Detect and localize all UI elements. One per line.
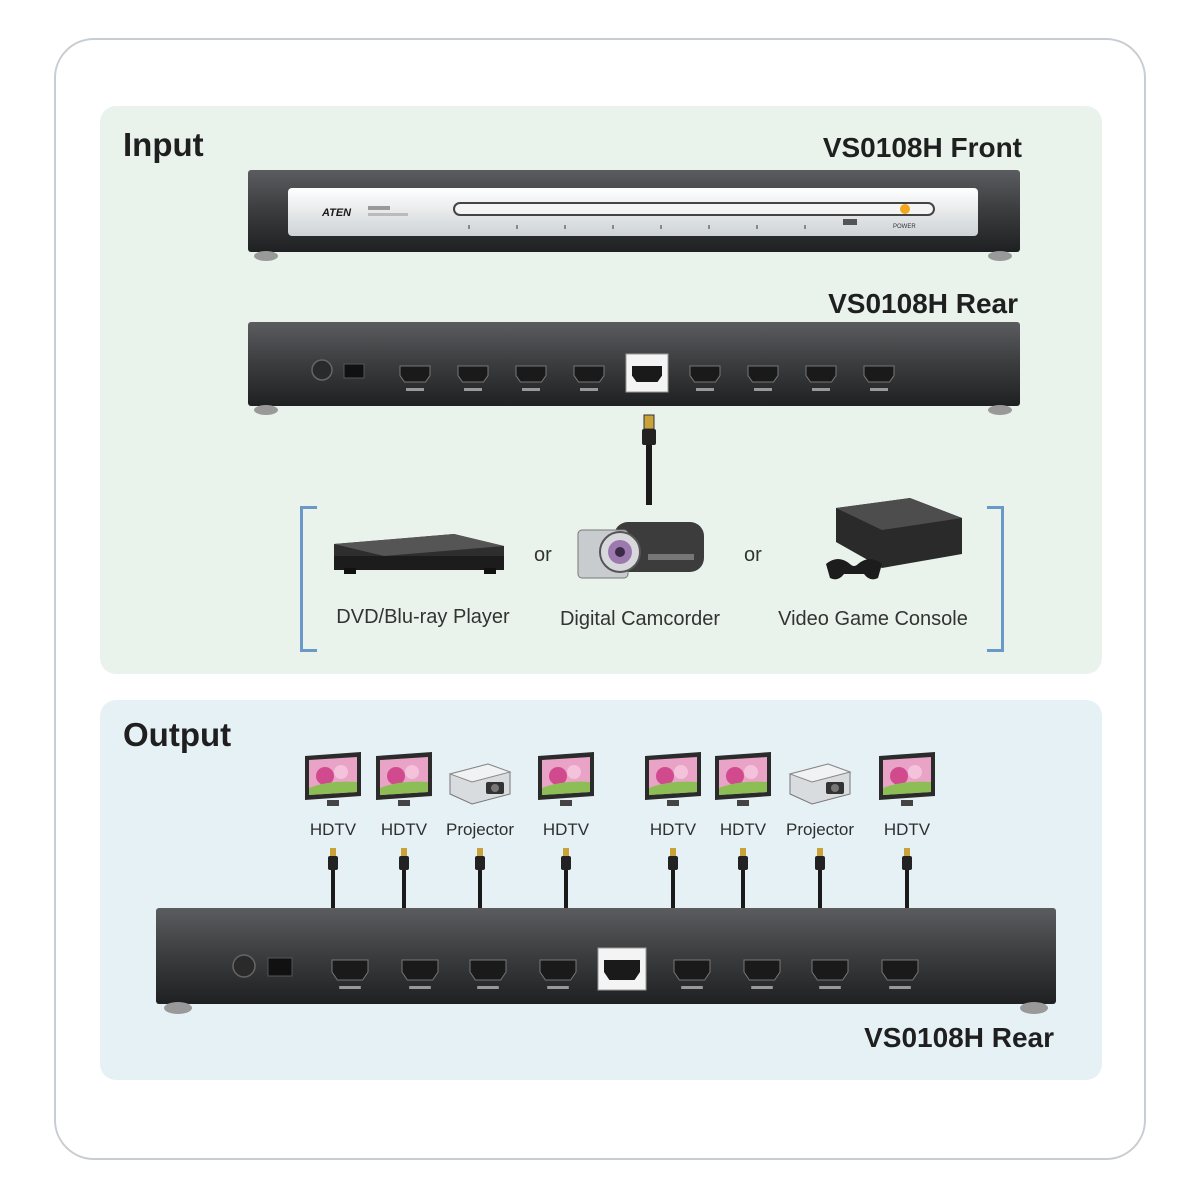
display-label: Projector	[445, 820, 515, 839]
output-port	[469, 959, 507, 989]
output-port	[743, 959, 781, 989]
output-port	[747, 365, 779, 391]
output-port	[401, 959, 439, 989]
output-port	[689, 365, 721, 391]
display-label: HDTV	[380, 820, 428, 839]
hdtv-icon	[538, 752, 594, 806]
camcorder-icon	[577, 522, 704, 579]
game-console-icon	[826, 498, 962, 580]
output-port	[515, 365, 547, 391]
vs0108h-front-device: ATEN POWER	[248, 170, 1020, 261]
hdtv-icon	[879, 752, 935, 806]
output-port	[805, 365, 837, 391]
input-heading: Input	[123, 126, 204, 163]
display-label: HDTV	[883, 820, 931, 839]
dvd-player-icon	[334, 534, 504, 574]
display-label: Projector	[785, 820, 855, 839]
output-port	[399, 365, 431, 391]
or-separator-1: or	[534, 544, 552, 566]
source-label-console: Video Game Console	[778, 608, 968, 630]
output-heading: Output	[123, 716, 232, 753]
aten-logo: ATEN	[321, 207, 352, 219]
hdtv-icon	[715, 752, 771, 806]
input-port	[625, 353, 669, 393]
power-label: POWER	[893, 224, 916, 230]
source-label-dvd: DVD/Blu-ray Player	[336, 606, 510, 628]
input-port	[597, 947, 647, 991]
hdtv-icon	[376, 752, 432, 806]
source-label-camcorder: Digital Camcorder	[559, 608, 721, 630]
or-separator-2: or	[744, 544, 762, 566]
source-bracket-left	[300, 506, 317, 652]
display-label: HDTV	[309, 820, 357, 839]
hdtv-icon	[645, 752, 701, 806]
projector-icon	[448, 763, 512, 805]
display-label: HDTV	[719, 820, 767, 839]
output-port	[673, 959, 711, 989]
vs0108h-rear-device-output	[156, 908, 1056, 1014]
front-title: VS0108H Front	[822, 132, 1022, 163]
output-port	[573, 365, 605, 391]
hdtv-icon	[305, 752, 361, 806]
output-port	[331, 959, 369, 989]
projector-icon	[788, 763, 852, 805]
output-port	[863, 365, 895, 391]
input-rear-title: VS0108H Rear	[828, 288, 1018, 319]
display-label: HDTV	[649, 820, 697, 839]
output-port	[457, 365, 489, 391]
output-port	[539, 959, 577, 989]
vs0108h-rear-device-input	[248, 322, 1020, 415]
source-bracket-right	[987, 506, 1004, 652]
output-port	[811, 959, 849, 989]
input-hdmi-cable	[642, 414, 656, 505]
output-port	[881, 959, 919, 989]
output-rear-title: VS0108H Rear	[864, 1022, 1054, 1053]
display-label: HDTV	[542, 820, 590, 839]
